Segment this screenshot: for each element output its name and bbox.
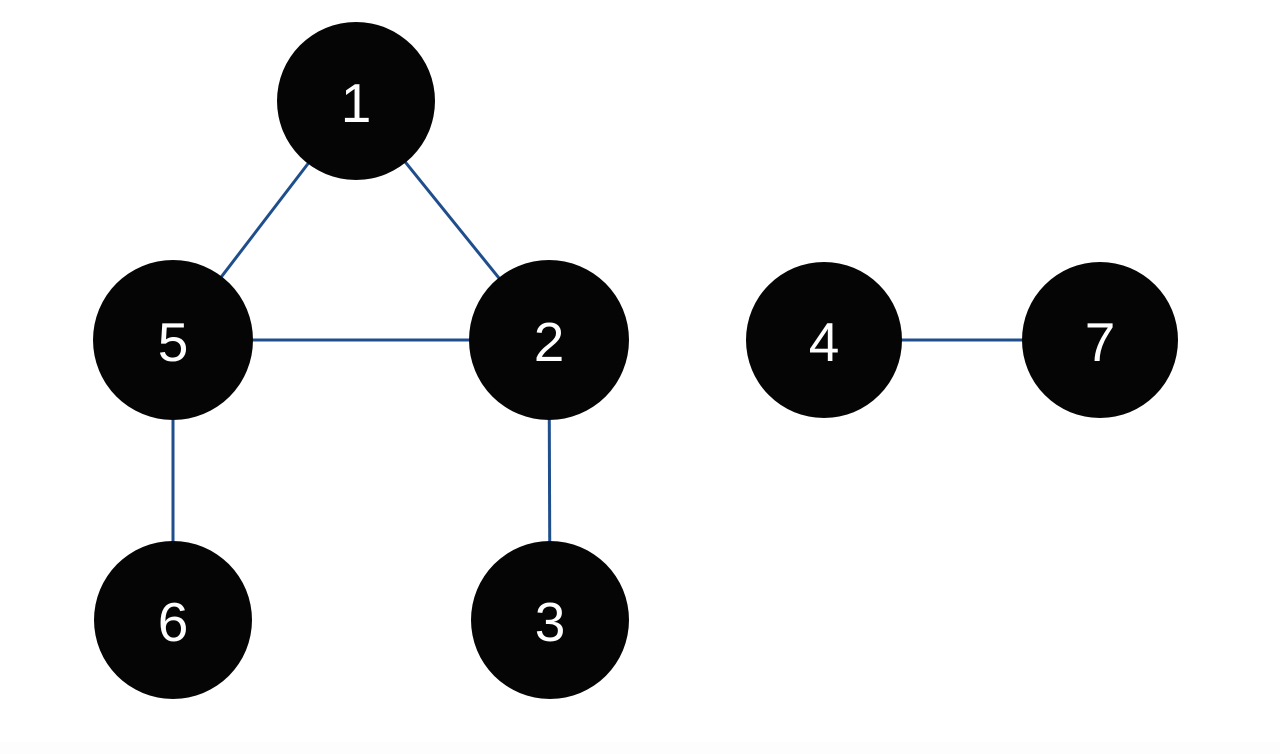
graph-node-circle-6[interactable] xyxy=(94,541,252,699)
graph-node-4[interactable]: 4 xyxy=(746,262,902,418)
graph-node-1[interactable]: 1 xyxy=(277,22,435,180)
graph-node-circle-1[interactable] xyxy=(277,22,435,180)
edge-layer xyxy=(171,159,1024,544)
graph-node-circle-7[interactable] xyxy=(1022,262,1178,418)
graph-node-7[interactable]: 7 xyxy=(1022,262,1178,418)
graph-node-5[interactable]: 5 xyxy=(93,260,253,420)
graph-node-6[interactable]: 6 xyxy=(94,541,252,699)
graph-node-circle-4[interactable] xyxy=(746,262,902,418)
graph-node-2[interactable]: 2 xyxy=(469,260,629,420)
graph-edge-1-5 xyxy=(219,161,311,279)
graph-node-circle-5[interactable] xyxy=(93,260,253,420)
graph-node-circle-2[interactable] xyxy=(469,260,629,420)
graph-node-3[interactable]: 3 xyxy=(471,541,629,699)
graph-node-circle-3[interactable] xyxy=(471,541,629,699)
graph-edge-1-2 xyxy=(403,159,502,281)
